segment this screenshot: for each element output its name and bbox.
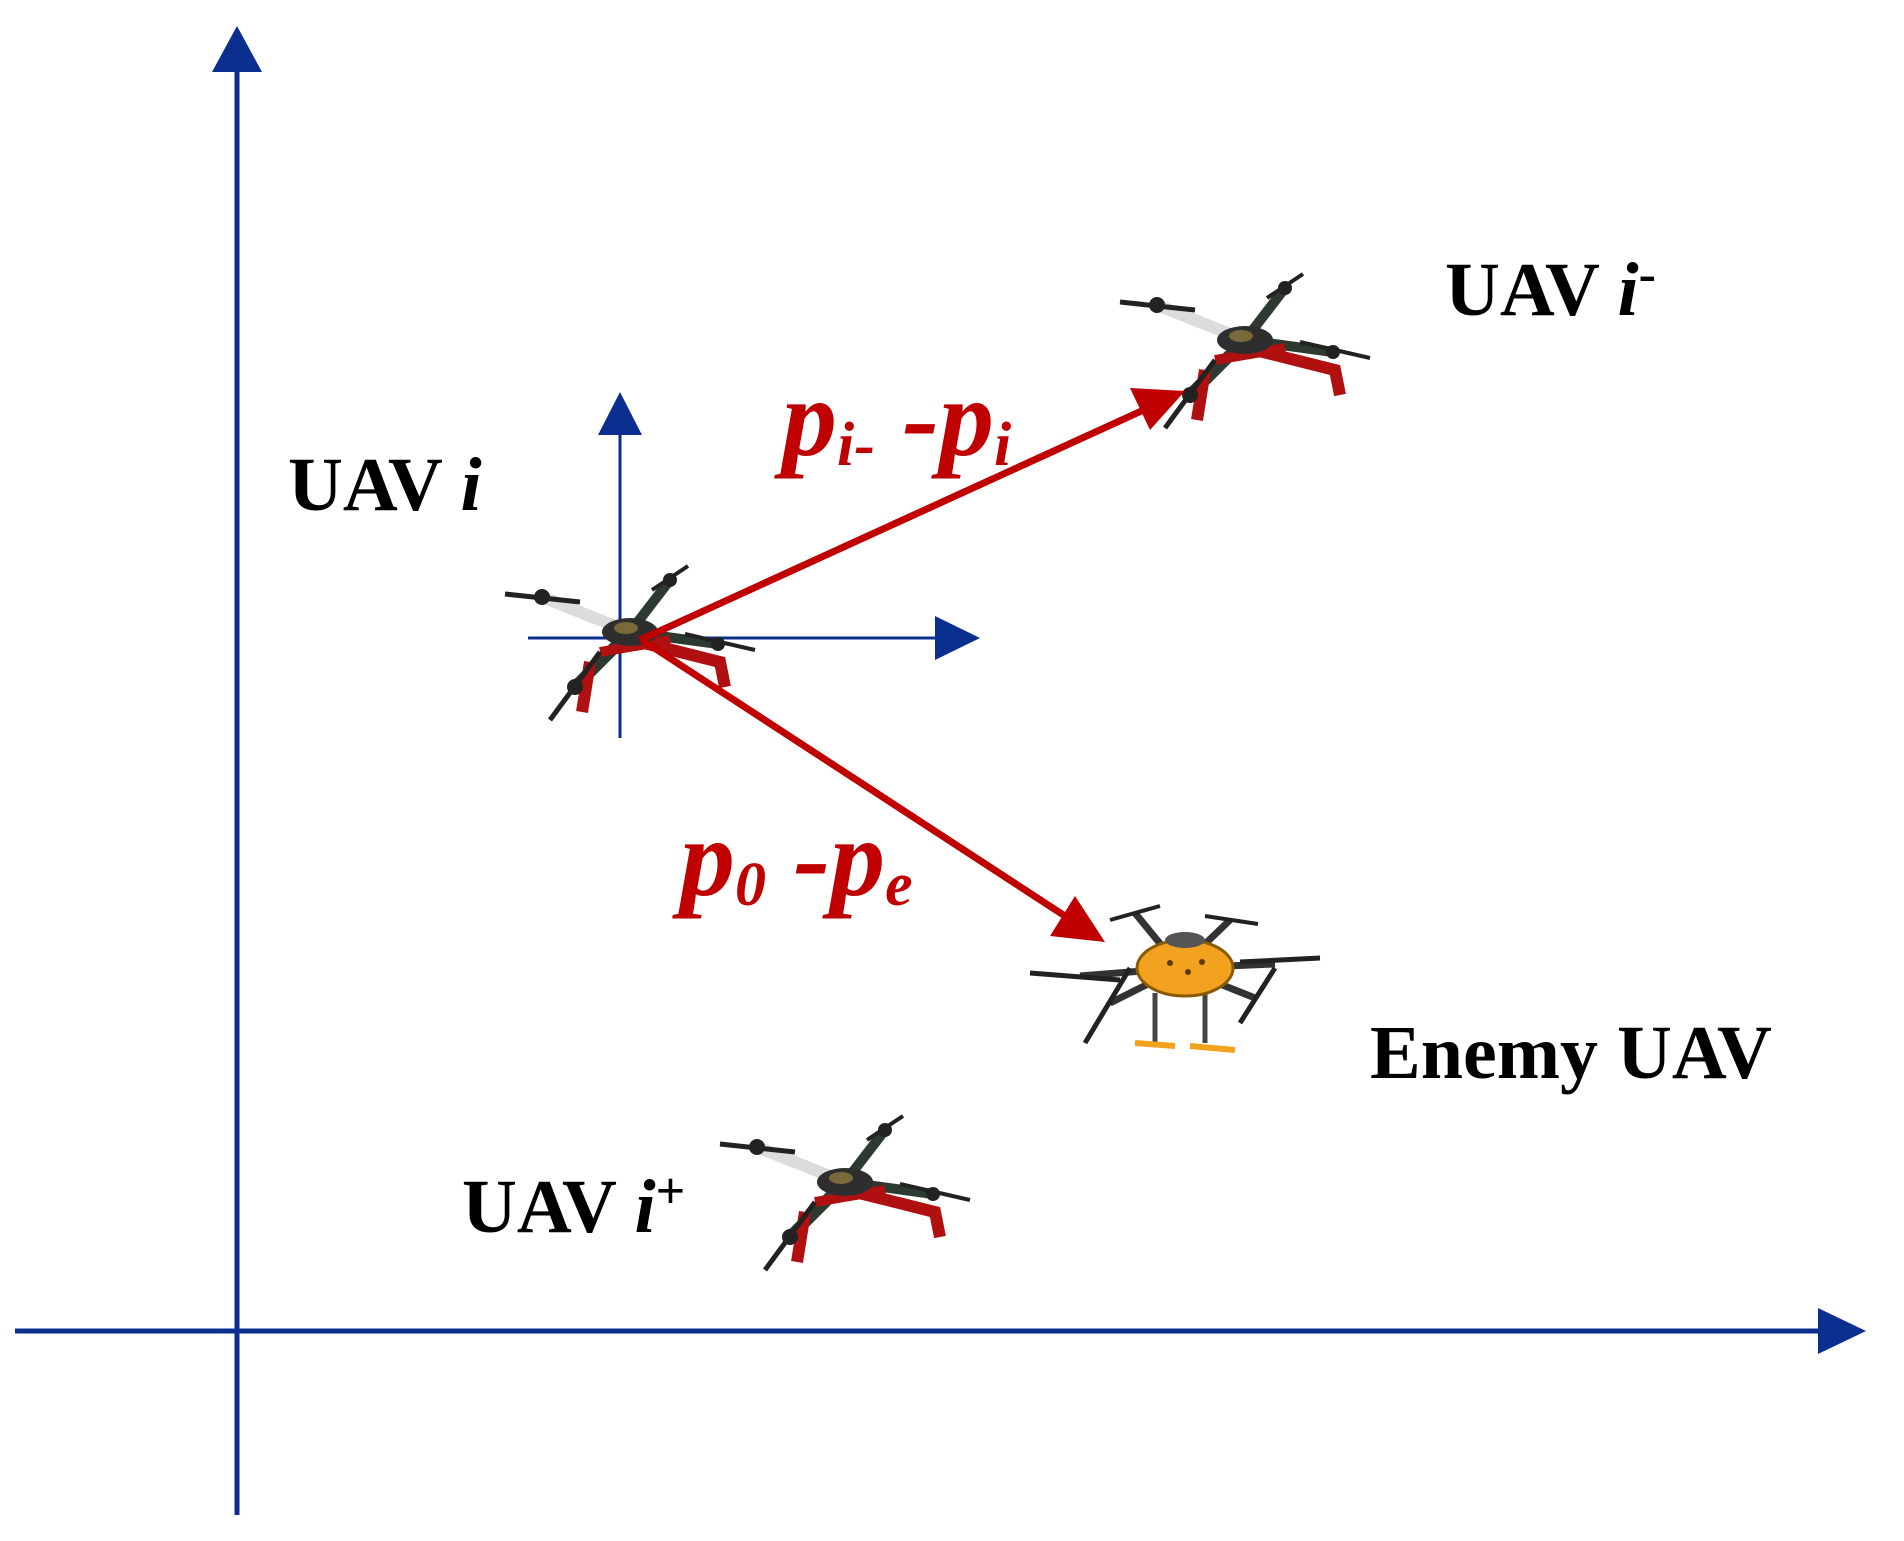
local-coordinate-axes bbox=[528, 392, 980, 738]
label-uav-i-plus-prefix: UAV bbox=[462, 1165, 634, 1249]
label-uav-i-minus-sup: - bbox=[1639, 246, 1656, 303]
uav-i-drone-icon bbox=[505, 566, 755, 720]
vector-to-enemy-arrowhead bbox=[1050, 896, 1105, 942]
vector-to-neighbor bbox=[638, 388, 1185, 644]
label-uav-i: UAV i bbox=[288, 443, 482, 527]
main-x-axis-arrowhead bbox=[1818, 1308, 1866, 1354]
vector-enemy-sub2: e bbox=[885, 851, 913, 919]
vector-to-enemy bbox=[640, 637, 1105, 942]
label-uav-i-plus: UAV i+ bbox=[462, 1163, 685, 1249]
local-y-axis-arrowhead bbox=[598, 392, 642, 435]
vector-neighbor-sub2: i bbox=[994, 411, 1011, 479]
label-uav-i-plus-sup: + bbox=[656, 1163, 686, 1220]
label-uav-i-minus-prefix: UAV bbox=[1445, 248, 1617, 332]
vector-label-enemy: p0 -pe bbox=[672, 797, 913, 919]
main-coordinate-axes bbox=[15, 26, 1866, 1515]
main-y-axis-arrowhead bbox=[212, 26, 262, 72]
label-uav-i-prefix: UAV bbox=[288, 443, 460, 527]
vector-neighbor-p2: p bbox=[931, 357, 994, 479]
vector-label-neighbor: pi- -pi bbox=[774, 357, 1011, 479]
vector-neighbor-sub1: i- bbox=[837, 411, 875, 479]
local-x-axis-arrowhead bbox=[935, 616, 980, 660]
label-enemy-uav: Enemy UAV bbox=[1370, 1011, 1772, 1095]
vector-enemy-op: - bbox=[766, 797, 830, 919]
label-uav-i-minus: UAV i- bbox=[1445, 246, 1656, 332]
label-uav-i-minus-var: i bbox=[1617, 248, 1638, 332]
vector-enemy-sub1: 0 bbox=[735, 851, 766, 919]
vector-enemy-p1: p bbox=[672, 797, 735, 919]
vector-enemy-p2: p bbox=[822, 797, 885, 919]
vector-to-neighbor-arrowhead bbox=[1130, 388, 1185, 430]
uav-i-plus-drone-icon bbox=[720, 1116, 970, 1270]
label-uav-i-plus-var: i bbox=[634, 1165, 655, 1249]
vector-neighbor-op: - bbox=[875, 357, 939, 479]
label-uav-i-var: i bbox=[460, 443, 481, 527]
vector-neighbor-p1: p bbox=[774, 357, 837, 479]
